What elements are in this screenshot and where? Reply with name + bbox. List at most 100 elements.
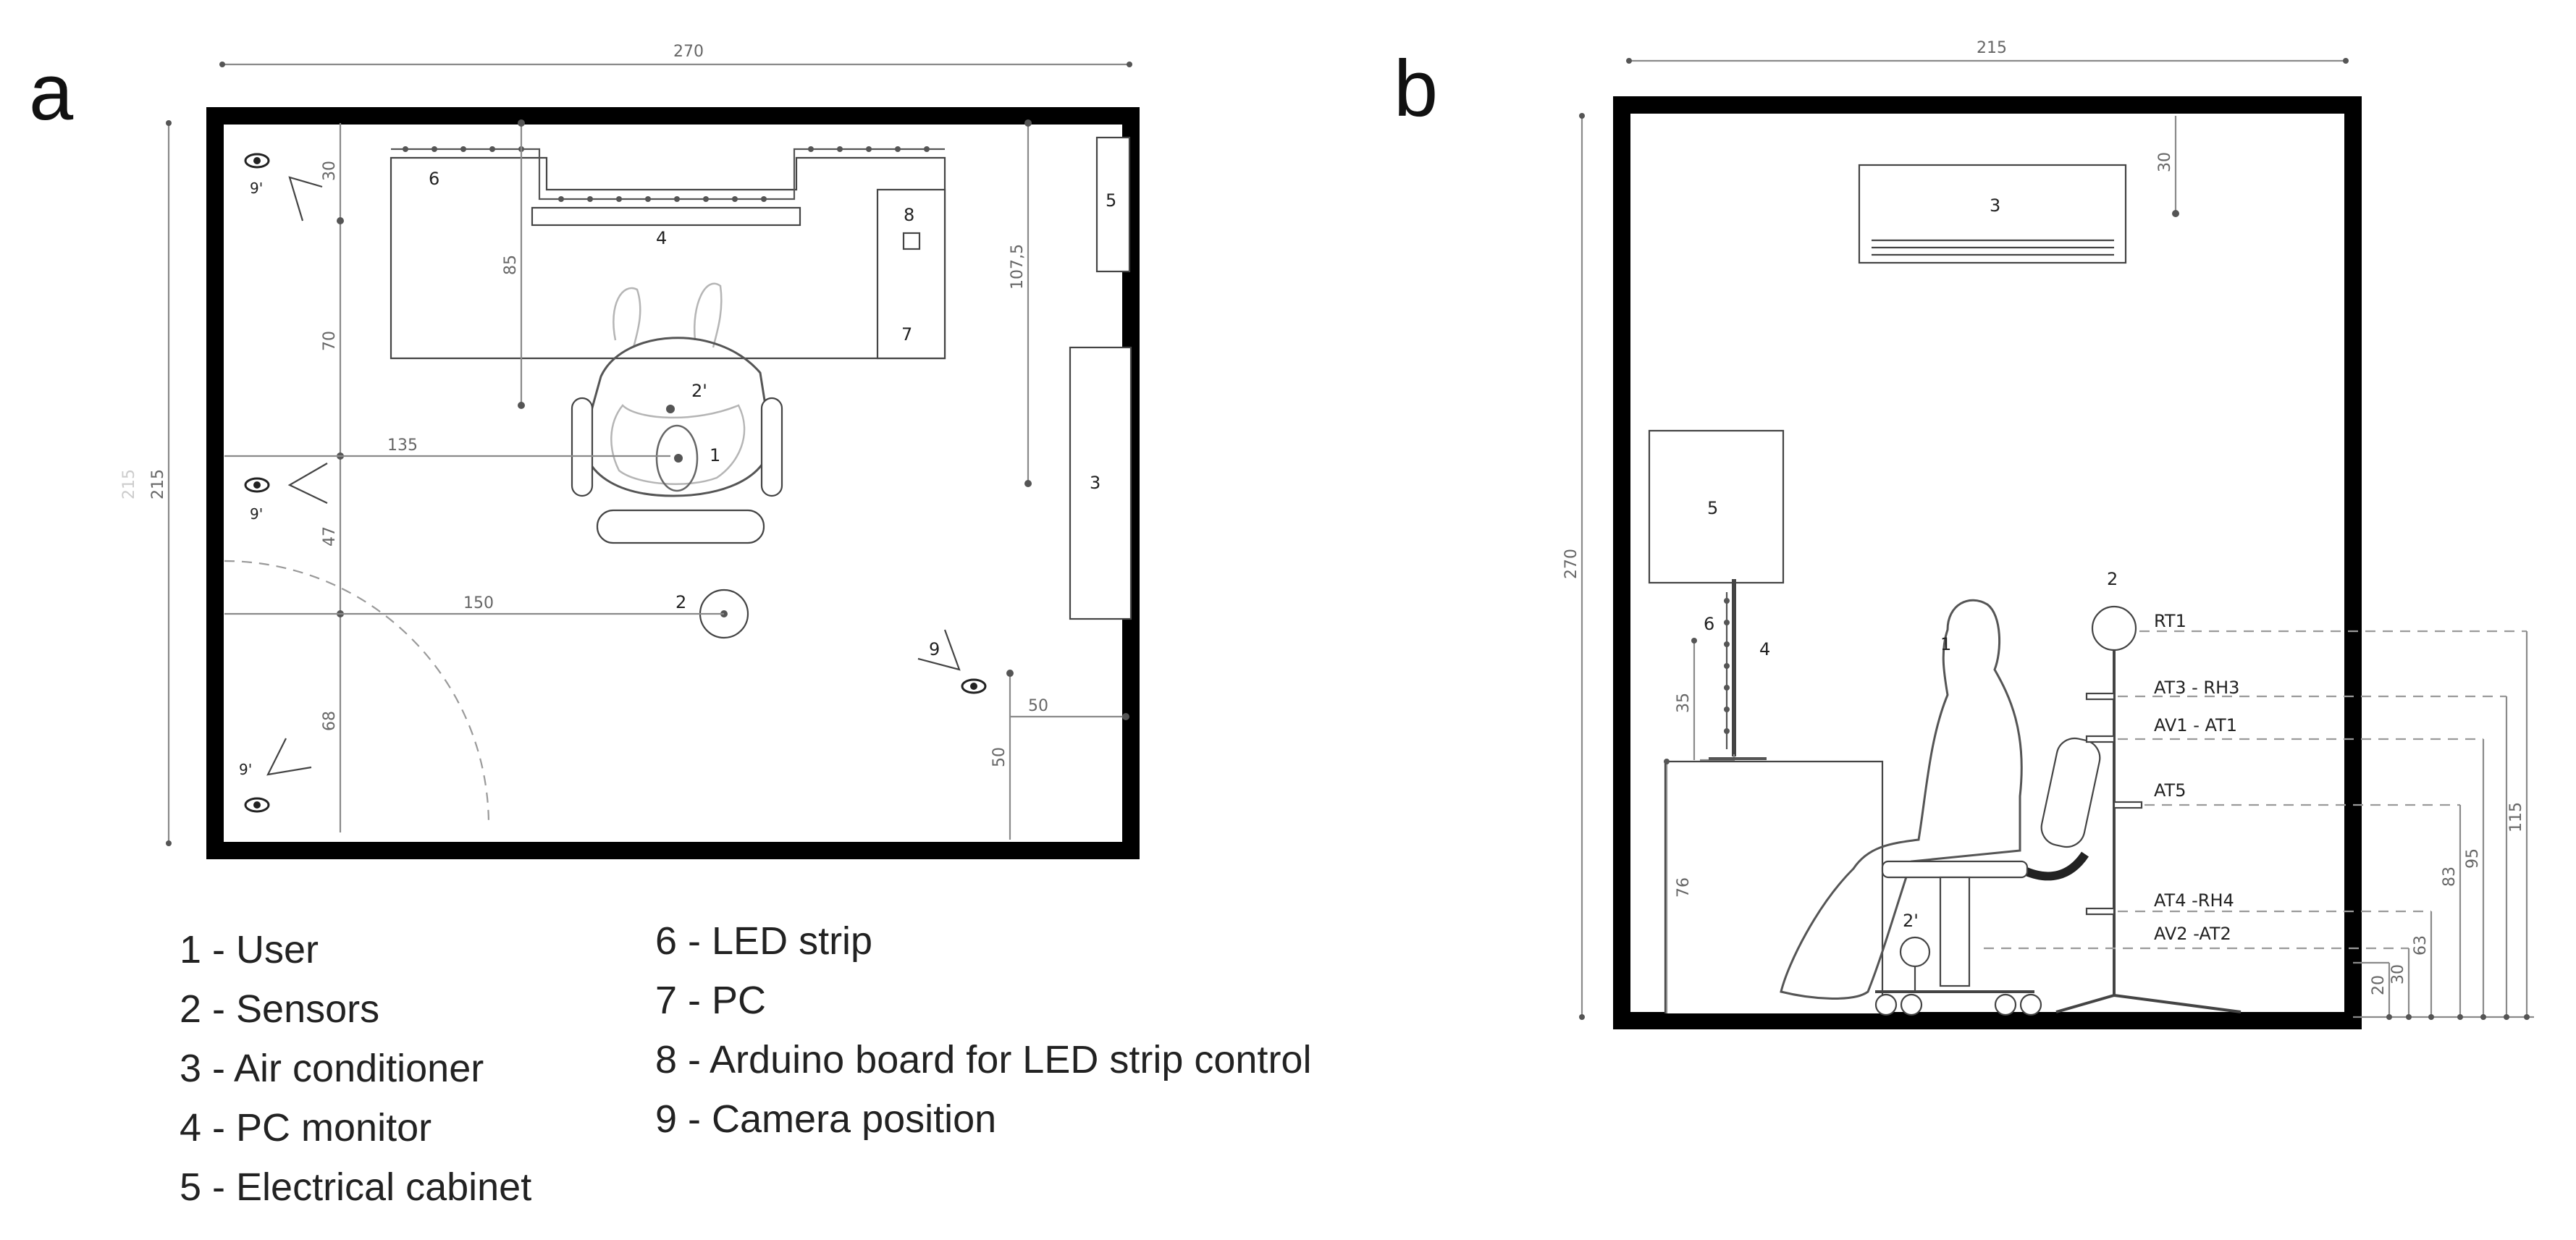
floor-plan: a 270 215 215 bbox=[29, 43, 1140, 859]
section-chair bbox=[1874, 737, 2101, 1016]
chair-left-arm bbox=[571, 397, 594, 497]
panel-label-b: b bbox=[1394, 44, 1438, 133]
section-label-4: 4 bbox=[1759, 639, 1770, 659]
led-strip bbox=[391, 148, 945, 201]
section-view: b 215 270 30 3 5 35 6 bbox=[1394, 39, 2534, 1029]
user-in-chair bbox=[571, 282, 783, 544]
dim-85: 85 bbox=[502, 255, 520, 275]
sensor-2-prime-section bbox=[1899, 936, 1931, 968]
section-electrical-cabinet bbox=[1648, 429, 1785, 584]
section-width-dim: 215 bbox=[1977, 39, 2007, 57]
section-label-5: 5 bbox=[1707, 498, 1718, 518]
door-swing bbox=[224, 560, 490, 826]
legend-item: 2 - Sensors bbox=[180, 987, 379, 1031]
section-label-2: 2 bbox=[2107, 569, 2118, 589]
legend-item: 5 - Electrical cabinet bbox=[180, 1165, 531, 1209]
dim-150: 150 bbox=[463, 594, 494, 612]
section-label-3: 3 bbox=[1990, 195, 2000, 216]
legend-item: 7 - PC bbox=[655, 979, 766, 1022]
arduino-board bbox=[902, 232, 921, 250]
camera-label-bottom: 9' bbox=[239, 761, 252, 778]
section-dim-30: 30 bbox=[2156, 152, 2174, 172]
legend-item: 9 - Camera position bbox=[655, 1097, 996, 1141]
section-label-6: 6 bbox=[1704, 614, 1714, 634]
plan-label-9: 9 bbox=[929, 639, 940, 659]
plan-label-7: 7 bbox=[901, 324, 912, 345]
dim-tick bbox=[1127, 62, 1132, 67]
sensor-label-av1-at1: AV1 - AT1 bbox=[2154, 715, 2237, 735]
dim-68: 68 bbox=[321, 711, 339, 731]
plan-label-3: 3 bbox=[1090, 473, 1100, 493]
chair-right-arm bbox=[760, 397, 783, 497]
sensor-label-at3-rh3: AT3 - RH3 bbox=[2154, 678, 2239, 698]
dim-70: 70 bbox=[321, 331, 339, 351]
section-height-dim: 270 bbox=[1562, 549, 1580, 579]
dim-135: 135 bbox=[387, 436, 418, 455]
camera-label-top: 9' bbox=[250, 180, 263, 197]
plan-label-2: 2 bbox=[675, 592, 686, 612]
plan-height-dim: 215 bbox=[149, 469, 167, 499]
desk bbox=[390, 156, 946, 360]
dim-50-vertical: 50 bbox=[990, 747, 1009, 767]
section-label-2-prime: 2' bbox=[1903, 911, 1919, 931]
section-user bbox=[1780, 599, 2023, 1000]
plan-label-8: 8 bbox=[904, 205, 914, 225]
height-dim-30: 30 bbox=[2389, 964, 2407, 984]
pc-tower bbox=[876, 188, 946, 360]
sensor-label-rt1: RT1 bbox=[2154, 611, 2186, 631]
dim-tick bbox=[166, 840, 172, 846]
camera-bottom: 9' bbox=[239, 738, 312, 813]
section-room-walls bbox=[1613, 96, 2362, 1029]
sensor-globe bbox=[2091, 605, 2137, 651]
dim-30: 30 bbox=[321, 161, 339, 181]
air-conditioner bbox=[1069, 346, 1132, 620]
plan-width-dim: 270 bbox=[673, 43, 704, 61]
height-dim-115: 115 bbox=[2507, 802, 2525, 832]
camera-top: 9' bbox=[244, 153, 323, 222]
plan-label-5: 5 bbox=[1106, 190, 1116, 211]
height-dim-83: 83 bbox=[2441, 866, 2459, 887]
plan-label-1: 1 bbox=[710, 445, 720, 465]
chair-backrest bbox=[596, 509, 765, 544]
eye-icon bbox=[244, 477, 270, 493]
sensor-label-at5: AT5 bbox=[2154, 780, 2186, 801]
plan-label-4: 4 bbox=[656, 228, 667, 248]
sensor-label-av2-at2: AV2 -AT2 bbox=[2154, 924, 2231, 944]
section-desk bbox=[1664, 760, 1884, 1013]
dim-107-5: 107,5 bbox=[1009, 244, 1027, 290]
legend-item: 6 - LED strip bbox=[655, 919, 872, 963]
eye-icon bbox=[244, 153, 270, 169]
legend-item: 4 - PC monitor bbox=[180, 1106, 432, 1150]
legend-item: 1 - User bbox=[180, 928, 319, 971]
led-strip-dots bbox=[403, 146, 930, 202]
user-point bbox=[674, 454, 683, 463]
legend: 1 - User 2 - Sensors 3 - Air conditioner… bbox=[180, 919, 1311, 1209]
dim-tick bbox=[166, 120, 172, 126]
eye-icon bbox=[244, 797, 270, 813]
panel-label-a: a bbox=[29, 48, 74, 137]
height-dim-20: 20 bbox=[2370, 975, 2388, 995]
dim-47: 47 bbox=[321, 526, 339, 547]
dim-50-horizontal: 50 bbox=[1028, 697, 1048, 715]
height-dim-63: 63 bbox=[2412, 935, 2430, 956]
plan-label-6: 6 bbox=[429, 169, 439, 189]
section-dim-35: 35 bbox=[1675, 693, 1693, 713]
plan-height-dim-ghost: 215 bbox=[120, 469, 138, 499]
sensor-2-prime-point bbox=[666, 405, 675, 413]
plan-label-2-prime: 2' bbox=[691, 381, 707, 401]
sensor-pole bbox=[2055, 605, 2242, 1013]
pc-monitor bbox=[531, 206, 801, 227]
legend-item: 8 - Arduino board for LED strip control bbox=[655, 1038, 1311, 1081]
height-dim-95: 95 bbox=[2464, 848, 2482, 869]
electrical-cabinet bbox=[1095, 136, 1131, 273]
eye-icon bbox=[961, 678, 987, 694]
dim-tick bbox=[219, 62, 225, 67]
legend-item: 3 - Air conditioner bbox=[180, 1047, 484, 1090]
height-dims bbox=[2353, 631, 2534, 1020]
section-label-1: 1 bbox=[1940, 634, 1951, 654]
section-led-dots bbox=[1724, 598, 1730, 734]
section-air-conditioner bbox=[1858, 164, 2127, 264]
sensor-label-at4-rh4: AT4 -RH4 bbox=[2154, 890, 2234, 911]
camera-label-middle: 9' bbox=[250, 505, 263, 523]
